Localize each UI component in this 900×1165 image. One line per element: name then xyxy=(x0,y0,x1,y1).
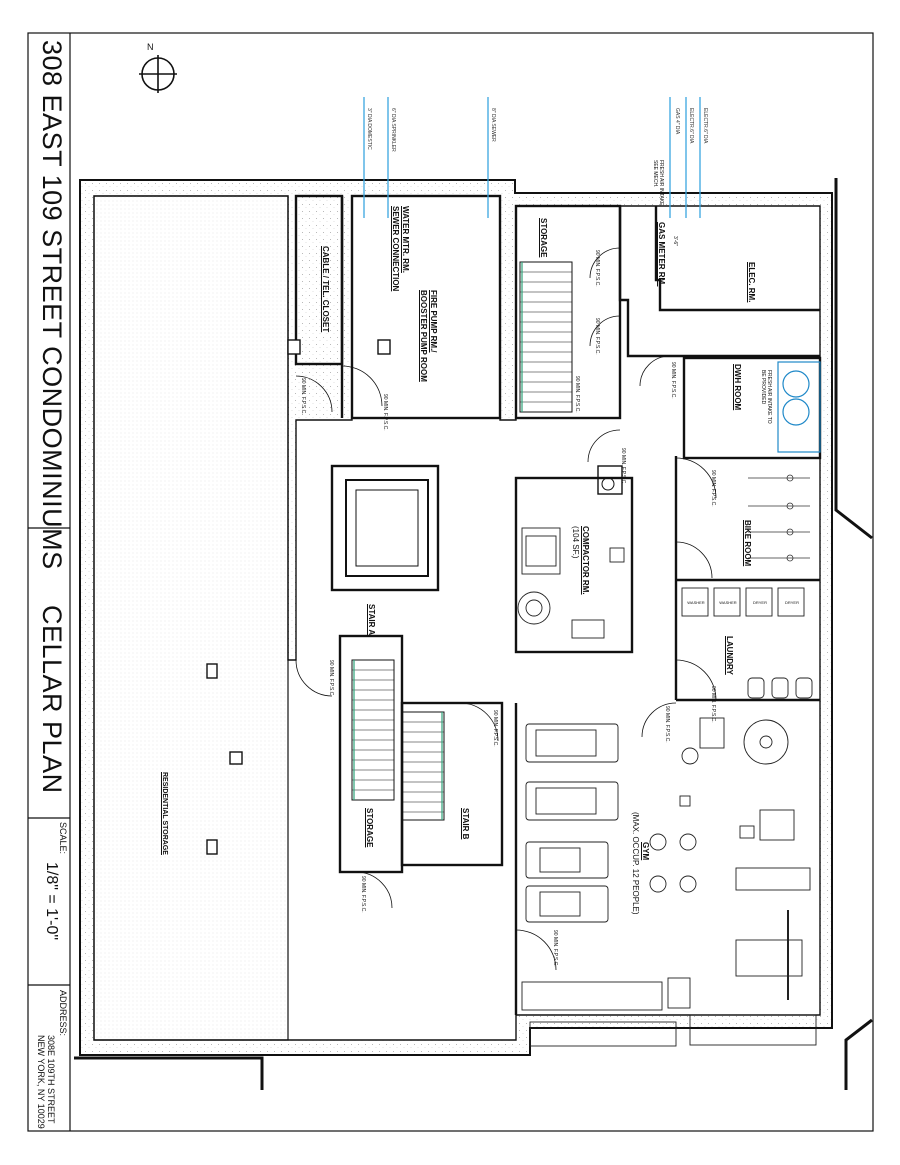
room-compactor-area: (104 SF.) xyxy=(571,526,580,559)
bike-racks xyxy=(748,474,810,562)
north-label: N xyxy=(147,42,154,52)
room-stair-a: STAIR A xyxy=(367,604,376,636)
room-bike: BIKE ROOM xyxy=(743,520,752,567)
utility-label-electric-2: ELECTR.6" DIA xyxy=(702,108,708,144)
fresh-air-note-dwh: FRESH AIR INTAKE TO BE PROVIDED xyxy=(760,370,772,424)
door-note-7: 90 MIN. F.P.S.C. xyxy=(300,378,306,415)
room-residential-storage: RESIDENTIAL STORAGE xyxy=(161,772,168,855)
building-footprint xyxy=(79,179,833,1056)
elevator-core xyxy=(345,465,623,577)
compactor-equipment xyxy=(517,527,625,639)
room-elec: ELEC. RM. xyxy=(747,262,756,303)
stairs-a xyxy=(351,659,395,801)
gas-dimension: 3'-6" xyxy=(672,236,678,246)
address-label: ADDRESS: xyxy=(58,990,68,1037)
room-gas-meter: GAS METER RM. xyxy=(657,222,666,287)
door-note-5: 90 MIN. F.P.S.C. xyxy=(620,448,626,485)
adjacent-walls xyxy=(74,178,873,1090)
door-note-12: 90 MIN. F.P.S.C. xyxy=(664,706,670,743)
room-sewer-connection: SEWER CONNECTION xyxy=(391,206,400,292)
room-laundry: LAUNDRY xyxy=(725,636,734,675)
sheet-title: CELLAR PLAN xyxy=(37,605,67,794)
door-note-2: 90 MIN. F.P.S.C. xyxy=(594,318,600,355)
room-storage-top: STORAGE xyxy=(539,218,548,258)
door-note-8: 90 MIN. F.P.S.C. xyxy=(382,394,388,431)
stairs-b xyxy=(401,711,445,821)
scale-label: SCALE: xyxy=(58,822,68,855)
appliance-label-washer-1: WASHER xyxy=(687,600,705,605)
dwh-tanks xyxy=(777,361,821,453)
address-line-2: NEW YORK, NY 10029 xyxy=(36,1035,46,1129)
door-note-1: 90 MIN. F.P.S.C. xyxy=(594,250,600,287)
address-line-1: 308E 109TH STREET xyxy=(46,1035,56,1124)
door-note-4: 90 MIN. F.P.S.C. xyxy=(574,376,580,413)
utility-lines xyxy=(363,97,701,218)
scale-value: 1/8" = 1'-0" xyxy=(43,862,60,941)
utility-label-domestic: 3" DIA DOMESTIC xyxy=(366,108,372,150)
room-stair-b: STAIR B xyxy=(461,808,470,840)
room-compactor: COMPACTOR RM. xyxy=(581,526,590,595)
stairs-top xyxy=(519,261,573,413)
door-swings xyxy=(295,247,717,971)
door-note-3: 90 MIN. F.P.S.C. xyxy=(670,362,676,399)
storage-markers xyxy=(206,339,391,855)
utility-label-sewer: 8" DIA SEWER xyxy=(490,108,496,142)
utility-label-sprinkler: 6" DIA SPRINKLER xyxy=(390,108,396,152)
gym-equipment xyxy=(521,717,817,1047)
room-gym-occupancy: (MAX. OCCUP. 12 PEOPLE) xyxy=(631,812,640,915)
room-gym: GYM xyxy=(641,842,650,861)
door-note-9: 90 MIN. F.P.S.C. xyxy=(328,660,334,697)
utility-label-gas: GAS 4" DIA xyxy=(674,108,680,135)
utility-label-electric-1: ELECTR.6" DIA xyxy=(688,108,694,144)
laundry-appliances xyxy=(681,587,813,699)
room-fire-pump: FIRE PUMP RM./ xyxy=(429,290,438,353)
door-note-6: 90 MIN. F.P.S.C. xyxy=(710,470,716,507)
title-block xyxy=(27,32,874,1132)
room-storage-bottom: STORAGE xyxy=(365,808,374,848)
door-note-11: 90 MIN. F.P.S.C. xyxy=(710,686,716,723)
project-title: 308 EAST 109 STREET CONDOMINIUMS xyxy=(37,40,67,570)
fresh-air-note-mech: FRESH AIR INTAKE SEE MECH. xyxy=(652,160,664,206)
door-note-13: 90 MIN. F.P.S.C. xyxy=(360,876,366,913)
room-water-meter: WATER MTR. RM. xyxy=(401,206,410,273)
door-note-10: 90 MIN. F.P.S.C. xyxy=(492,710,498,747)
room-booster-pump: BOOSTER PUMP ROOM xyxy=(419,290,428,382)
appliance-label-dryer-1: DRYER xyxy=(753,600,767,605)
room-cable-closet: CABLE / TEL. CLOSET xyxy=(321,246,330,333)
room-dwh: DWH ROOM xyxy=(733,364,742,411)
appliance-label-dryer-2: DRYER xyxy=(785,600,799,605)
north-arrow-icon xyxy=(139,55,177,93)
door-note-14: 90 MIN. F.P.S.C. xyxy=(552,930,558,967)
appliance-label-washer-2: WASHER xyxy=(719,600,737,605)
